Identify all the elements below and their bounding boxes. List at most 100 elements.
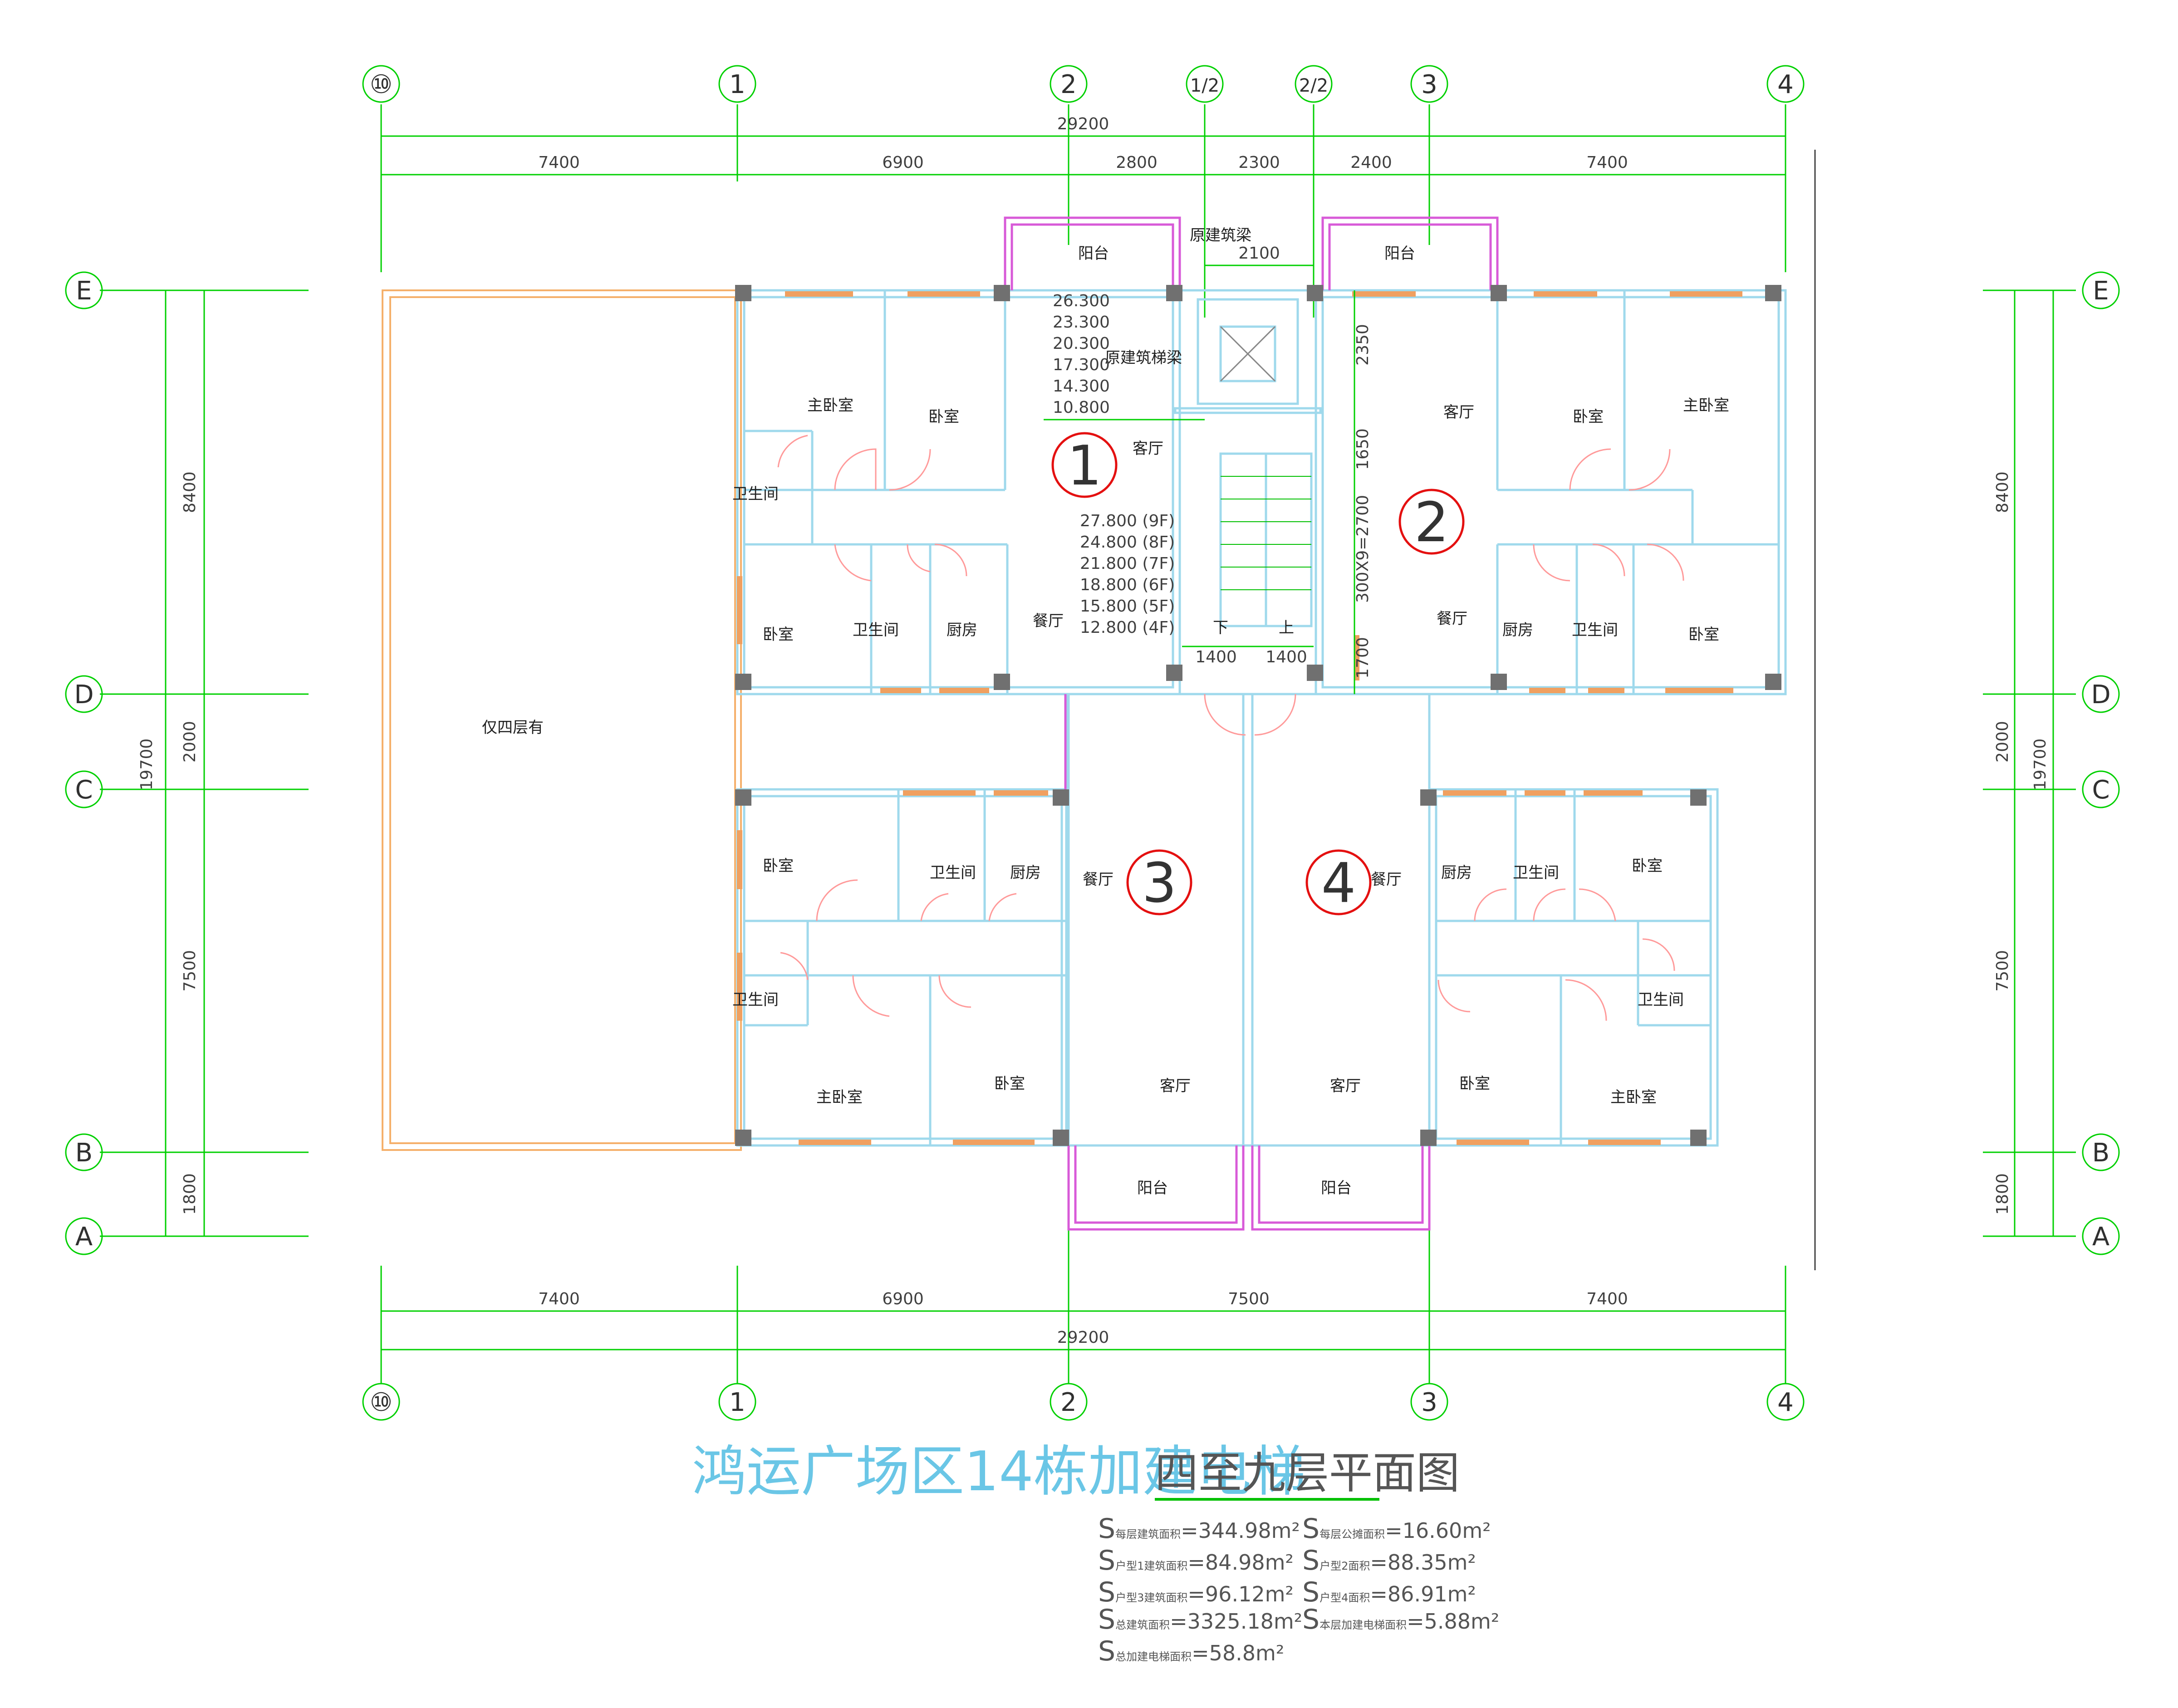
room-label-living: 客厅 <box>1443 403 1474 421</box>
title-main: 鸿运广场区14栋加建电梯 <box>692 1440 1306 1503</box>
axis-label: 2/2 <box>1299 75 1328 96</box>
axis-label: 2 <box>1060 1388 1077 1417</box>
room-label-living: 客厅 <box>1330 1077 1361 1095</box>
room-label-bedroom: 卧室 <box>1688 626 1719 644</box>
core-annotations: 原建筑梁 2100 原建筑梯梁 26.300 23.300 20.300 17.… <box>1044 226 1372 694</box>
columns <box>735 285 1781 1146</box>
room-label-bathroom: 卫生间 <box>1638 991 1684 1009</box>
axis-label: E <box>2093 276 2109 306</box>
room-label-bathroom: 卫生间 <box>1572 621 1618 639</box>
room-label-dining: 餐厅 <box>1033 612 1064 630</box>
room-label-master-bedroom: 主卧室 <box>816 1088 863 1106</box>
unit-number: 4 <box>1321 852 1356 915</box>
room-label-bathroom: 卫生间 <box>1513 864 1559 882</box>
area-item: S户型1建筑面积=84.98m² <box>1098 1545 1294 1576</box>
room-label-bathroom: 卫生间 <box>853 621 899 639</box>
room-label-kitchen: 厨房 <box>947 621 977 639</box>
dim-label: 7500 <box>181 950 199 992</box>
area-item: S总建筑面积=3325.18m² <box>1098 1604 1302 1635</box>
dim-label: 1800 <box>1993 1173 2012 1215</box>
unit-number: 1 <box>1067 435 1102 498</box>
dim-label: 7400 <box>538 1290 580 1308</box>
room-label-living: 客厅 <box>1133 440 1163 458</box>
unit-number: 2 <box>1414 491 1449 554</box>
elevation-lower: 21.800 (7F) <box>1080 554 1175 573</box>
axis-label: 1/2 <box>1190 75 1219 96</box>
elevation-upper: 14.300 <box>1053 377 1110 396</box>
area-item: S户型2面积=88.35m² <box>1302 1545 1476 1576</box>
room-label-bedroom: 卧室 <box>763 857 794 875</box>
dim-stair-left: 1400 <box>1195 648 1237 666</box>
room-label-master-bedroom: 主卧室 <box>1610 1088 1657 1106</box>
area-item: S每层建筑面积=344.98m² <box>1098 1513 1300 1545</box>
room-label-bedroom: 卧室 <box>763 626 794 644</box>
dim-label: 8400 <box>181 471 199 513</box>
axis-label: 2 <box>1060 70 1077 99</box>
room-label-bathroom: 卫生间 <box>732 991 779 1009</box>
elevation-lower: 24.800 (8F) <box>1080 533 1175 552</box>
dimension-bottom: 7400 6900 7500 7400 29200 <box>381 1290 1786 1351</box>
dim-label: 7400 <box>1586 153 1628 172</box>
unit-number: 3 <box>1142 852 1177 915</box>
axis-bubbles-top: ⑩ 1 2 1/2 2/2 3 4 <box>362 65 1805 103</box>
axis-label: C <box>2092 775 2109 805</box>
dim-label: 1800 <box>181 1173 199 1215</box>
axis-label: 4 <box>1777 70 1794 99</box>
walls <box>736 289 1787 1147</box>
dim-bottom-total: 29200 <box>1057 1328 1109 1347</box>
dim-label: 7500 <box>1228 1290 1270 1308</box>
axis-label: ⑩ <box>370 70 392 99</box>
room-label-bedroom: 卧室 <box>1573 408 1604 426</box>
balconies <box>1004 216 1499 1231</box>
unit-markers: 1 2 3 4 <box>1051 432 1465 915</box>
axis-label: D <box>2091 680 2110 710</box>
room-label-balcony: 阳台 <box>1137 1179 1168 1197</box>
dim-label: 6900 <box>882 153 924 172</box>
elevation-upper: 23.300 <box>1053 313 1110 332</box>
dim-stair-right: 1400 <box>1266 648 1307 666</box>
axis-label: 1 <box>729 70 746 99</box>
area-item: S总加建电梯面积=58.8m² <box>1098 1635 1284 1667</box>
axis-label: 4 <box>1777 1388 1794 1417</box>
dimension-right: 8400 2000 7500 1800 19700 <box>1993 290 2054 1236</box>
area-item: S户型4面积=86.91m² <box>1302 1576 1476 1608</box>
elevation-upper: 20.300 <box>1053 334 1110 353</box>
dim-label: 8400 <box>1993 471 2012 513</box>
area-schedule: S每层建筑面积=344.98m² S每层公摊面积=16.60m² S户型1建筑面… <box>1098 1513 1499 1667</box>
room-label-bedroom: 卧室 <box>994 1075 1025 1093</box>
dim-elevator-width: 2100 <box>1238 244 1280 263</box>
elevation-lower: 15.800 (5F) <box>1080 597 1175 616</box>
dim-right-total: 19700 <box>2031 739 2050 791</box>
fourth-floor-zone: 仅四层有 <box>382 289 742 1151</box>
dimension-left: 19700 8400 2000 7500 1800 <box>137 290 205 1236</box>
title-sub: 四至九层平面图 <box>1155 1448 1460 1498</box>
dim-label: 7500 <box>1993 950 2012 992</box>
axis-label: 3 <box>1421 70 1437 99</box>
room-label-balcony: 阳台 <box>1384 245 1415 263</box>
dim-label: 7400 <box>538 153 580 172</box>
fourth-floor-note: 仅四层有 <box>482 719 544 737</box>
elevation-upper: 26.300 <box>1053 292 1110 310</box>
dim-core: 1650 <box>1354 428 1372 470</box>
elevation-lower: 18.800 (6F) <box>1080 576 1175 594</box>
room-label-bedroom: 卧室 <box>928 408 959 426</box>
axis-label: C <box>75 775 93 805</box>
windows <box>737 291 1742 1145</box>
axis-label: B <box>2092 1138 2109 1168</box>
area-item: S每层公摊面积=16.60m² <box>1302 1513 1491 1545</box>
dim-top-total: 29200 <box>1057 115 1109 133</box>
axis-label: 3 <box>1421 1388 1437 1417</box>
room-label-bathroom: 卫生间 <box>732 485 779 503</box>
room-label-bedroom: 卧室 <box>1459 1075 1490 1093</box>
room-label-master-bedroom: 主卧室 <box>1683 396 1729 415</box>
room-label-master-bedroom: 主卧室 <box>807 396 854 415</box>
axis-label: ⑩ <box>370 1388 392 1417</box>
dim-label: 2400 <box>1350 153 1392 172</box>
dim-label: 2000 <box>1993 721 2012 763</box>
room-label-kitchen: 厨房 <box>1441 864 1472 882</box>
beam-label-stair: 原建筑梯梁 <box>1105 349 1182 367</box>
dim-label: 2000 <box>181 721 199 763</box>
elevation-lower: 27.800 (9F) <box>1080 512 1175 530</box>
stair-up-label: 上 <box>1279 619 1294 637</box>
axis-bubbles-bottom: ⑩ 1 2 3 4 <box>362 1383 1805 1421</box>
